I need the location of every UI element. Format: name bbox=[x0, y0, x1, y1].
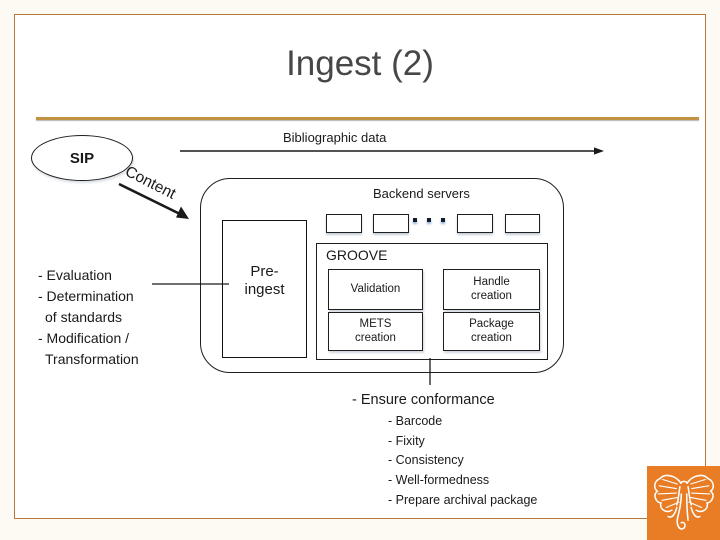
elephant-logo bbox=[647, 466, 720, 540]
preingest-box: Pre- ingest bbox=[222, 220, 307, 358]
backend-servers-label: Backend servers bbox=[373, 186, 470, 201]
ellipsis-dots-icon bbox=[413, 218, 447, 222]
module-label: METS creation bbox=[355, 318, 396, 344]
list-item: Transformation bbox=[45, 351, 139, 367]
server-box bbox=[505, 214, 540, 233]
module-label: Validation bbox=[350, 282, 401, 295]
elephant-icon bbox=[653, 474, 714, 530]
module-label: Package creation bbox=[469, 318, 514, 344]
groove-label: GROOVE bbox=[326, 247, 388, 263]
preingest-tasks-list: - Evaluation - Determination of standard… bbox=[38, 265, 139, 370]
sip-label: SIP bbox=[69, 149, 95, 167]
page-title: Ingest (2) bbox=[286, 44, 434, 83]
groove-box: GROOVE Validation Handle creation METS c… bbox=[316, 243, 548, 360]
module-label: Handle creation bbox=[471, 276, 512, 302]
server-box bbox=[457, 214, 493, 233]
server-box bbox=[326, 214, 362, 233]
list-item: - Barcode bbox=[388, 414, 443, 428]
title-underline bbox=[36, 117, 699, 120]
list-item: - Well-formedness bbox=[388, 473, 490, 488]
ensure-conformance-heading: - Ensure conformance bbox=[352, 392, 495, 408]
list-item: - Consistency bbox=[388, 453, 464, 468]
groove-module-package-creation: Package creation bbox=[443, 312, 540, 351]
preingest-label-line2: ingest bbox=[244, 281, 285, 298]
list-item: - Evaluation bbox=[38, 267, 112, 283]
list-item: - Prepare archival package bbox=[388, 492, 538, 507]
bibliographic-data-label: Bibliographic data bbox=[283, 130, 387, 145]
dot-icon bbox=[427, 218, 431, 222]
list-item: - Determination bbox=[38, 288, 134, 304]
dot-icon bbox=[441, 218, 445, 222]
preingest-label-line1: Pre- bbox=[250, 263, 279, 280]
groove-module-mets-creation: METS creation bbox=[328, 312, 423, 351]
groove-module-handle-creation: Handle creation bbox=[443, 269, 540, 310]
list-item: of standards bbox=[45, 309, 123, 325]
ensure-conformance-list: - Barcode - Fixity - Consistency - Well-… bbox=[388, 412, 537, 511]
list-item: - Fixity bbox=[388, 433, 425, 448]
server-box bbox=[373, 214, 409, 233]
sip-ellipse: SIP bbox=[31, 135, 133, 181]
dot-icon bbox=[413, 218, 417, 222]
list-item: - Modification / bbox=[38, 330, 130, 346]
groove-module-validation: Validation bbox=[328, 269, 423, 310]
